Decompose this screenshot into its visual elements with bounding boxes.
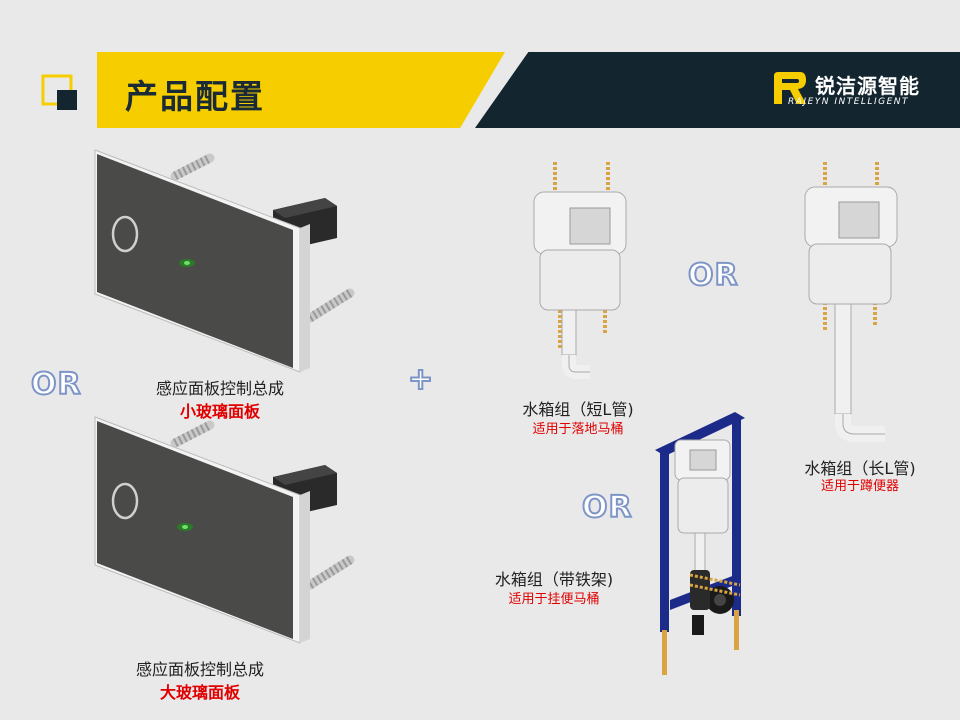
page-title: 产品配置 (125, 77, 265, 116)
tank-3-usage: 适用于挂便马桶 (508, 592, 600, 607)
or-label-bottom: OR (581, 489, 633, 526)
plus-label: + (407, 361, 434, 398)
tank-2-usage: 适用于蹲便器 (820, 479, 899, 494)
panel-1-variant: 小玻璃面板 (179, 402, 260, 421)
small-glass-panel-image (94, 149, 355, 373)
or-label-middle: OR (687, 257, 739, 294)
panel-2-variant: 大玻璃面板 (159, 683, 240, 702)
brand-logo-icon (774, 72, 806, 104)
tank-1-name: 水箱组（短L管) (522, 400, 634, 419)
large-glass-panel-image (94, 416, 355, 644)
tank-with-frame-image (655, 412, 745, 675)
tank-1-usage: 适用于落地马桶 (532, 422, 624, 437)
tank-3-name: 水箱组（带铁架) (494, 570, 614, 589)
title-decoration-icon (41, 74, 77, 110)
panel-1-caption: 感应面板控制总成 (155, 379, 284, 398)
brand-name-cn: 锐洁源智能 (815, 74, 920, 98)
brand-name-en: RAJEYN INTELLIGENT (788, 97, 909, 107)
tank-short-pipe-image (533, 162, 627, 379)
tank-long-pipe-image (804, 162, 898, 442)
brand-banner (475, 52, 960, 128)
panel-2-caption: 感应面板控制总成 (135, 660, 264, 679)
tank-2-name: 水箱组（长L管) (804, 459, 916, 478)
or-label-left: OR (30, 366, 82, 403)
title-banner (97, 52, 505, 128)
